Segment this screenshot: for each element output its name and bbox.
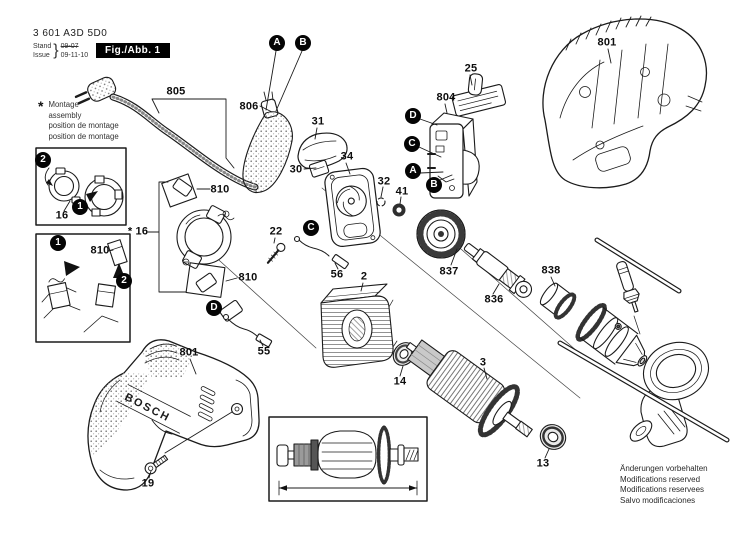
part-label-838: 838 — [541, 264, 561, 277]
armature-assembly — [392, 339, 567, 450]
bearing-plate-34 — [324, 167, 381, 247]
callout-B-1: B — [295, 35, 311, 51]
part-label-56: 56 — [330, 268, 344, 281]
revision-note: Änderungen vorbehalten Modifications res… — [620, 464, 708, 506]
callout-1-9: 1 — [72, 199, 88, 215]
callout-C-6: C — [303, 220, 319, 236]
callout-B-5: B — [426, 177, 442, 193]
brush-ring-assembly — [161, 173, 349, 348]
revision-line: Modifications reservees — [620, 485, 705, 495]
note-line: position de montage — [48, 131, 119, 141]
chuck — [575, 302, 648, 367]
gear-train — [376, 197, 577, 320]
callout-2-11: 2 — [116, 273, 132, 289]
part-label-2: 2 — [360, 270, 368, 283]
revision-line: Salvo modificaciones — [620, 495, 696, 505]
revision-line: Modifications reserved — [620, 474, 701, 484]
issue-label: Issue — [33, 52, 50, 59]
inset-box-brushes — [35, 233, 131, 343]
revision-line: Änderungen vorbehalten — [620, 464, 708, 473]
callout-D-7: D — [206, 300, 222, 316]
part-label-810-mid: 810 — [238, 271, 258, 284]
circlip-32 — [376, 197, 386, 207]
callout-1-10: 1 — [50, 235, 66, 251]
inset-box-brush-ring — [35, 147, 127, 226]
issue-block: Stand Issue } 09-07 09-11-10 — [33, 42, 88, 60]
inset-box-armature — [268, 416, 428, 502]
part-label-30: 30 — [289, 163, 303, 176]
chuck-and-key — [575, 237, 682, 367]
part-label-31: 31 — [311, 115, 325, 128]
drill-housing-outer: BOSCH — [87, 339, 260, 491]
part-label-19: 19 — [141, 477, 155, 490]
part-label-837: 837 — [439, 265, 459, 278]
part-label-34: 34 — [340, 150, 354, 163]
part-label-16-star: * 16 — [127, 225, 149, 238]
chuck-key — [616, 261, 640, 313]
part-label-22: 22 — [269, 225, 283, 238]
armature-3 — [405, 339, 533, 438]
issue-date: 09-11-10 — [60, 52, 89, 59]
type-number: 3 601 A3D 5D0 — [33, 28, 108, 39]
note-line: position de montage — [48, 121, 119, 130]
callout-A-0: A — [269, 35, 285, 51]
asterisk-marker: * — [38, 98, 44, 114]
part-label-14: 14 — [393, 375, 407, 388]
wire-56 — [293, 235, 349, 270]
assembly-note: * Montage assembly position de montage p… — [38, 98, 119, 142]
part-label-32: 32 — [377, 175, 391, 188]
grommet-41 — [392, 203, 406, 217]
part-label-41: 41 — [395, 185, 409, 198]
housing-inner-shell — [542, 15, 708, 189]
screw-22 — [266, 242, 286, 264]
callout-C-3: C — [404, 136, 420, 152]
spindle-836 — [463, 243, 533, 298]
part-label-16-inset: 16 — [55, 209, 69, 222]
part-label-13: 13 — [536, 457, 550, 470]
dimension-arrow — [278, 480, 418, 496]
screw-19 — [144, 454, 169, 475]
superseded-date: 09-07 — [60, 43, 79, 50]
part-label-25: 25 — [464, 62, 478, 75]
part-label-810-top: 810 — [210, 183, 230, 196]
note-line: Montage — [48, 100, 79, 109]
part-label-55: 55 — [257, 345, 271, 358]
part-label-810-inset: 810 — [90, 244, 110, 257]
part-label-836: 836 — [484, 293, 504, 306]
mains-plug — [74, 76, 117, 105]
figure-label: Fig./Abb. 1 — [96, 43, 170, 58]
stand-label: Stand — [33, 43, 52, 50]
brace-glyph: } — [53, 42, 59, 59]
part-label-801-bottom: 801 — [179, 346, 199, 359]
strain-relief-806 — [242, 91, 293, 193]
depth-gauge-rod — [557, 340, 730, 443]
motor-cover-parts — [297, 132, 381, 247]
part-label-801-top: 801 — [597, 36, 617, 49]
part-label-804: 804 — [436, 91, 456, 104]
callout-D-2: D — [405, 108, 421, 124]
power-cord-drawing — [74, 76, 293, 193]
gear-837 — [416, 209, 466, 259]
leader-lines — [63, 48, 612, 479]
part-label-805: 805 — [166, 85, 186, 98]
stator — [320, 283, 398, 368]
ratchet-ring-838 — [539, 282, 577, 320]
bearing-13 — [539, 424, 567, 450]
callout-A-4: A — [405, 163, 421, 179]
part-label-806: 806 — [239, 100, 259, 113]
callout-2-8: 2 — [35, 152, 51, 168]
aux-handle — [557, 340, 730, 448]
part-label-3: 3 — [479, 356, 487, 369]
wire-55 — [222, 313, 273, 348]
note-line: assembly — [48, 110, 82, 120]
